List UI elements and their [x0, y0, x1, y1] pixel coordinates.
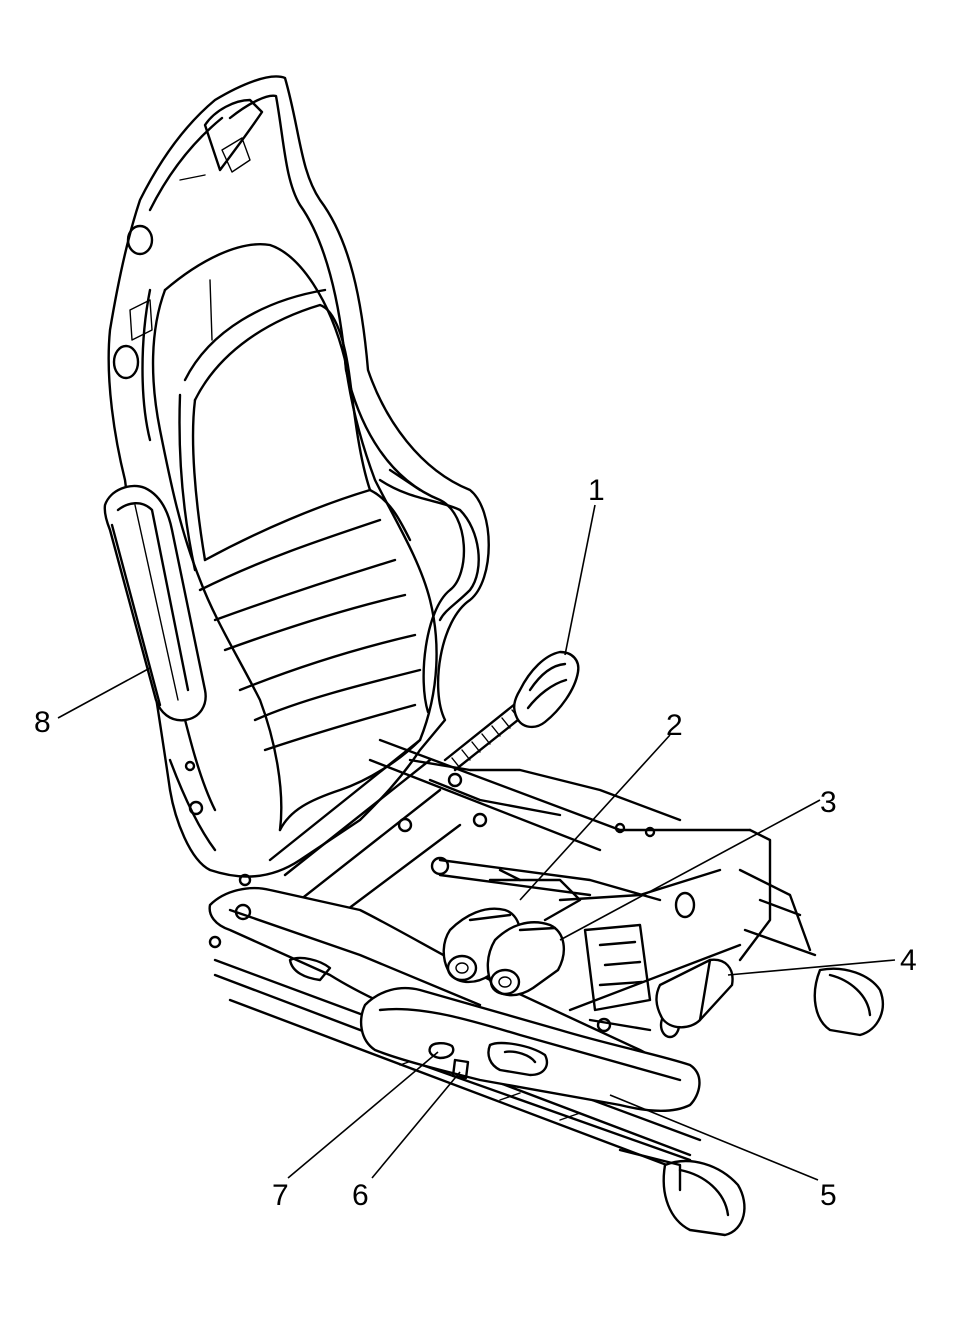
- leader-4: [727, 959, 896, 976]
- callout-labels: 1 2 3 4 5 6 7 8: [34, 474, 917, 1212]
- callout-5: 5: [820, 1179, 837, 1212]
- callout-3: 3: [820, 786, 837, 819]
- adjuster-motors: [442, 868, 582, 997]
- callout-6: 6: [352, 1179, 369, 1212]
- leader-8: [57, 667, 151, 719]
- leader-5: [609, 1094, 819, 1181]
- leader-7: [287, 1051, 439, 1179]
- side-bolster-cover: [103, 484, 207, 722]
- leader-lines: [57, 504, 896, 1181]
- leader-6: [371, 1071, 461, 1179]
- leader-1: [564, 504, 596, 656]
- callout-4: 4: [900, 944, 917, 977]
- callout-7: 7: [272, 1179, 289, 1212]
- callout-8: 8: [34, 706, 51, 739]
- seat-back: [107, 75, 490, 878]
- leader-2: [519, 734, 671, 901]
- leader-3: [559, 799, 821, 941]
- callout-1: 1: [588, 474, 605, 507]
- seat-belt-buckle: [443, 650, 580, 772]
- seat-adjuster-frame: [208, 738, 884, 1237]
- callout-2: 2: [666, 709, 683, 742]
